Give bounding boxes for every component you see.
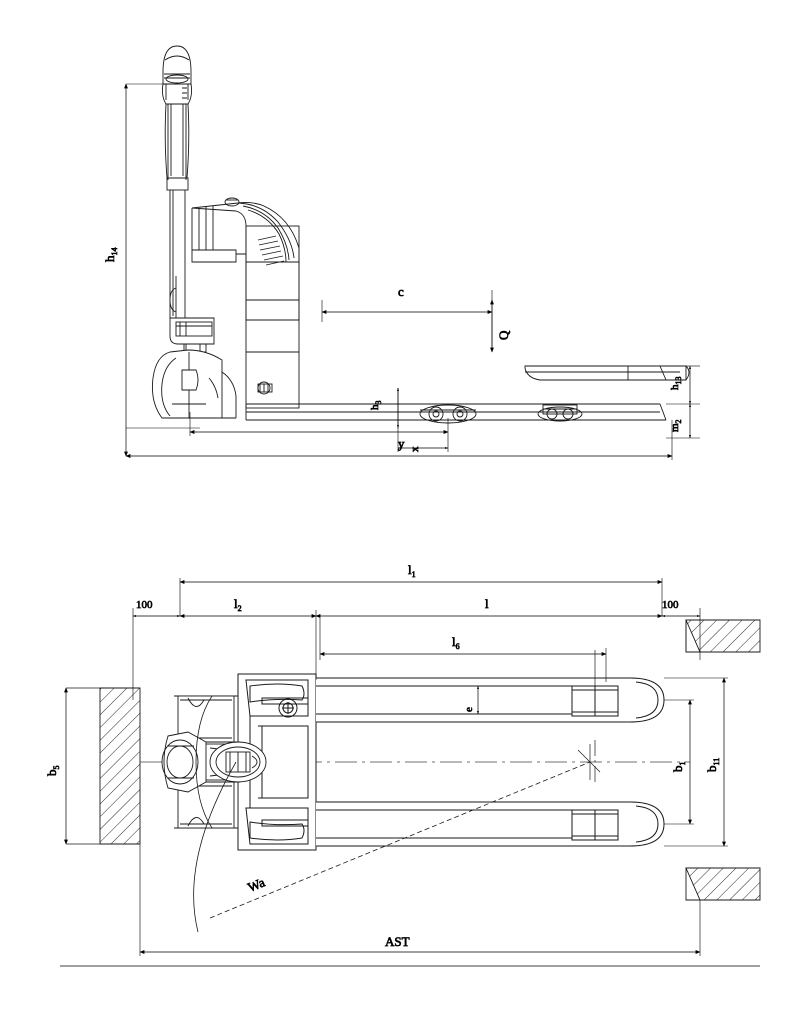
- dim-AST: [60, 844, 760, 967]
- tiller-head: [161, 45, 193, 318]
- dim-l6: [319, 618, 607, 682]
- dim-label-h3: h3: [369, 401, 383, 411]
- fork-assembly-side: [245, 403, 667, 424]
- dim-label-y: y: [398, 436, 405, 451]
- truck-body-plan: [237, 673, 317, 851]
- dim-100-left: [132, 608, 181, 700]
- aisle-wall-right: [685, 619, 761, 901]
- dim-label-e: e: [463, 707, 475, 712]
- dim-l2: [179, 610, 317, 680]
- dim-label-l2: l2: [234, 596, 242, 613]
- aisle-wall-left: [66, 687, 141, 845]
- dim-label-Wa: Wa: [246, 874, 268, 894]
- dim-m2: [666, 403, 700, 439]
- dim-label-Q: Q: [496, 330, 511, 340]
- dim-label-b5: b5: [44, 766, 61, 777]
- dim-l1: [179, 578, 663, 616]
- dim-b1: [664, 699, 694, 825]
- tiller-assembly-plan: [161, 695, 267, 829]
- raised-fork-outline: [524, 365, 690, 381]
- side-view: [151, 45, 690, 424]
- dim-label-b1: b1: [670, 762, 687, 773]
- dim-h14: [124, 83, 200, 457]
- plan-view: [66, 619, 761, 933]
- dim-label-l6: l6: [452, 634, 460, 651]
- dim-label-l: l: [485, 596, 489, 611]
- dim-label-100-left: 100: [136, 599, 153, 611]
- plan-view-dimensions: l1 100 100 l2 l l6: [44, 562, 760, 967]
- dim-h13: [666, 365, 700, 405]
- dim-label-100-right: 100: [662, 599, 679, 611]
- dim-100-right: [661, 608, 701, 660]
- dim-baseline: [125, 420, 673, 460]
- drive-unit: [169, 317, 215, 362]
- dim-label-l1: l1: [408, 562, 416, 579]
- dim-label-x: x: [409, 446, 421, 452]
- dim-label-c: c: [398, 284, 404, 299]
- turning-radius-construction: [193, 744, 601, 933]
- caster-bracket: [169, 249, 237, 391]
- dim-x: [397, 388, 449, 452]
- dim-b11: [664, 677, 728, 847]
- dim-y: [189, 412, 449, 436]
- dim-label-AST: AST: [385, 934, 410, 949]
- fork-assembly-plan: [316, 650, 665, 847]
